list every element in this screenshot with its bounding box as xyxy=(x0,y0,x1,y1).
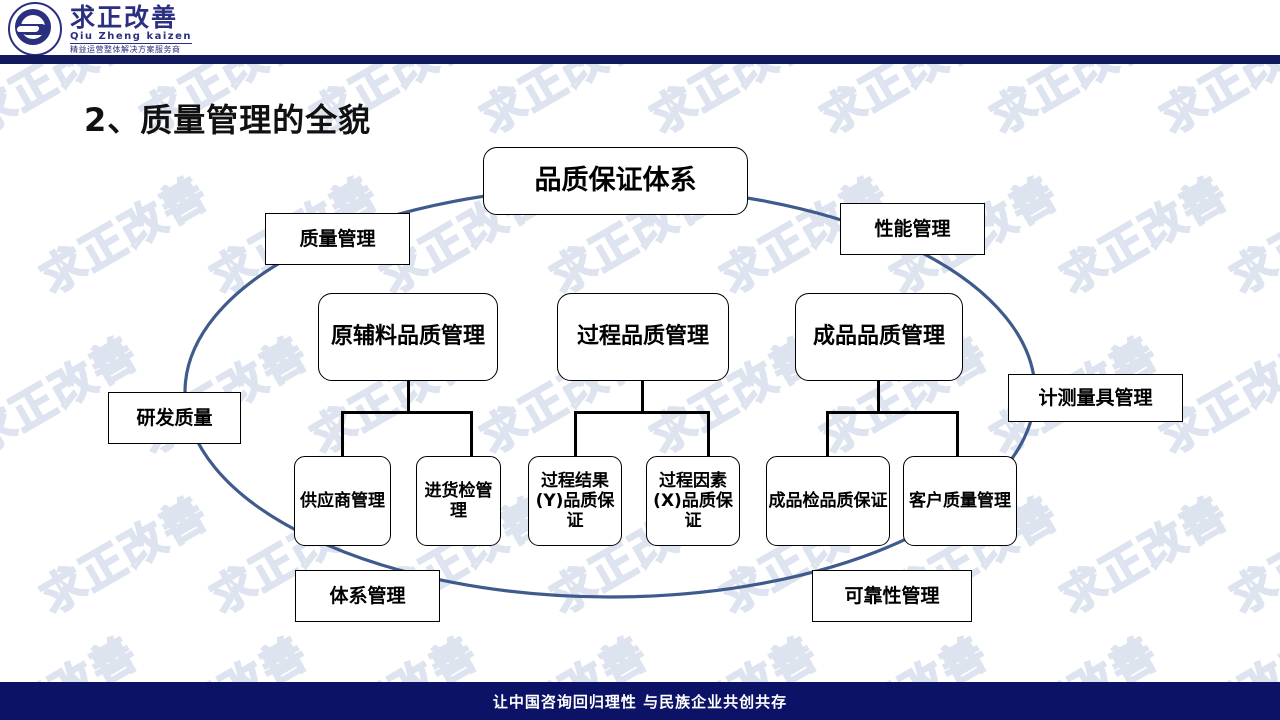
connector-branch-2-bar xyxy=(574,411,710,414)
node-leaf-3-1[interactable]: 成品检品质保证 xyxy=(766,456,890,546)
connector-branch-2-drop-b xyxy=(707,411,710,461)
quality-management-diagram: 品质保证体系 质量管理 性能管理 研发质量 计测量具管理 体系管理 可靠性管理 … xyxy=(108,147,1183,622)
footer-text: 让中国咨询回归理性 与民族企业共创共存 xyxy=(492,692,788,711)
logo-pinyin: Qiu Zheng kaizen xyxy=(70,30,192,44)
node-branch-3[interactable]: 成品品质管理 xyxy=(795,293,963,381)
node-leaf-3-2[interactable]: 客户质量管理 xyxy=(903,456,1017,546)
connector-branch-1-drop-a xyxy=(341,411,344,461)
node-leaf-2-2[interactable]: 过程因素(X)品质保证 xyxy=(646,456,740,546)
node-leaf-1-1[interactable]: 供应商管理 xyxy=(294,456,391,546)
connector-branch-3-drop-b xyxy=(956,411,959,461)
logo-chinese-name: 求正改善 xyxy=(70,2,179,32)
logo-text-block: 求正改善 Qiu Zheng kaizen 精益运营整体解决方案服务商 xyxy=(70,5,192,54)
header-divider-bar xyxy=(0,55,1280,64)
logo-tagline: 精益运营整体解决方案服务商 xyxy=(70,44,181,54)
node-perimeter-top-right[interactable]: 性能管理 xyxy=(840,203,985,255)
connector-branch-3-stem xyxy=(877,381,880,411)
node-branch-2[interactable]: 过程品质管理 xyxy=(557,293,729,381)
node-branch-1[interactable]: 原辅料品质管理 xyxy=(318,293,498,381)
slide-footer: 让中国咨询回归理性 与民族企业共创共存 xyxy=(0,682,1280,720)
node-perimeter-left[interactable]: 研发质量 xyxy=(108,392,241,444)
node-root[interactable]: 品质保证体系 xyxy=(483,147,748,215)
connector-branch-1-bar xyxy=(341,411,473,414)
connector-branch-2-drop-a xyxy=(574,411,577,461)
node-leaf-2-1[interactable]: 过程结果(Y)品质保证 xyxy=(528,456,622,546)
connector-branch-3-drop-a xyxy=(826,411,829,461)
company-logo: 求正改善 Qiu Zheng kaizen 精益运营整体解决方案服务商 xyxy=(8,2,192,56)
node-leaf-1-2[interactable]: 进货检管理 xyxy=(416,456,501,546)
node-perimeter-bottom-left[interactable]: 体系管理 xyxy=(295,570,440,622)
node-perimeter-right[interactable]: 计测量具管理 xyxy=(1008,374,1183,422)
connector-branch-2-stem xyxy=(641,381,644,411)
page-title: 2、质量管理的全貌 xyxy=(84,101,372,139)
connector-branch-1-drop-b xyxy=(470,411,473,461)
connector-branch-1-stem xyxy=(407,381,410,411)
slide-header: 求正改善 Qiu Zheng kaizen 精益运营整体解决方案服务商 xyxy=(0,0,1280,56)
circular-swoosh-logo-icon xyxy=(8,2,62,56)
node-perimeter-bottom-right[interactable]: 可靠性管理 xyxy=(812,570,972,622)
connector-branch-3-bar xyxy=(826,411,959,414)
node-perimeter-top-left[interactable]: 质量管理 xyxy=(265,213,410,265)
